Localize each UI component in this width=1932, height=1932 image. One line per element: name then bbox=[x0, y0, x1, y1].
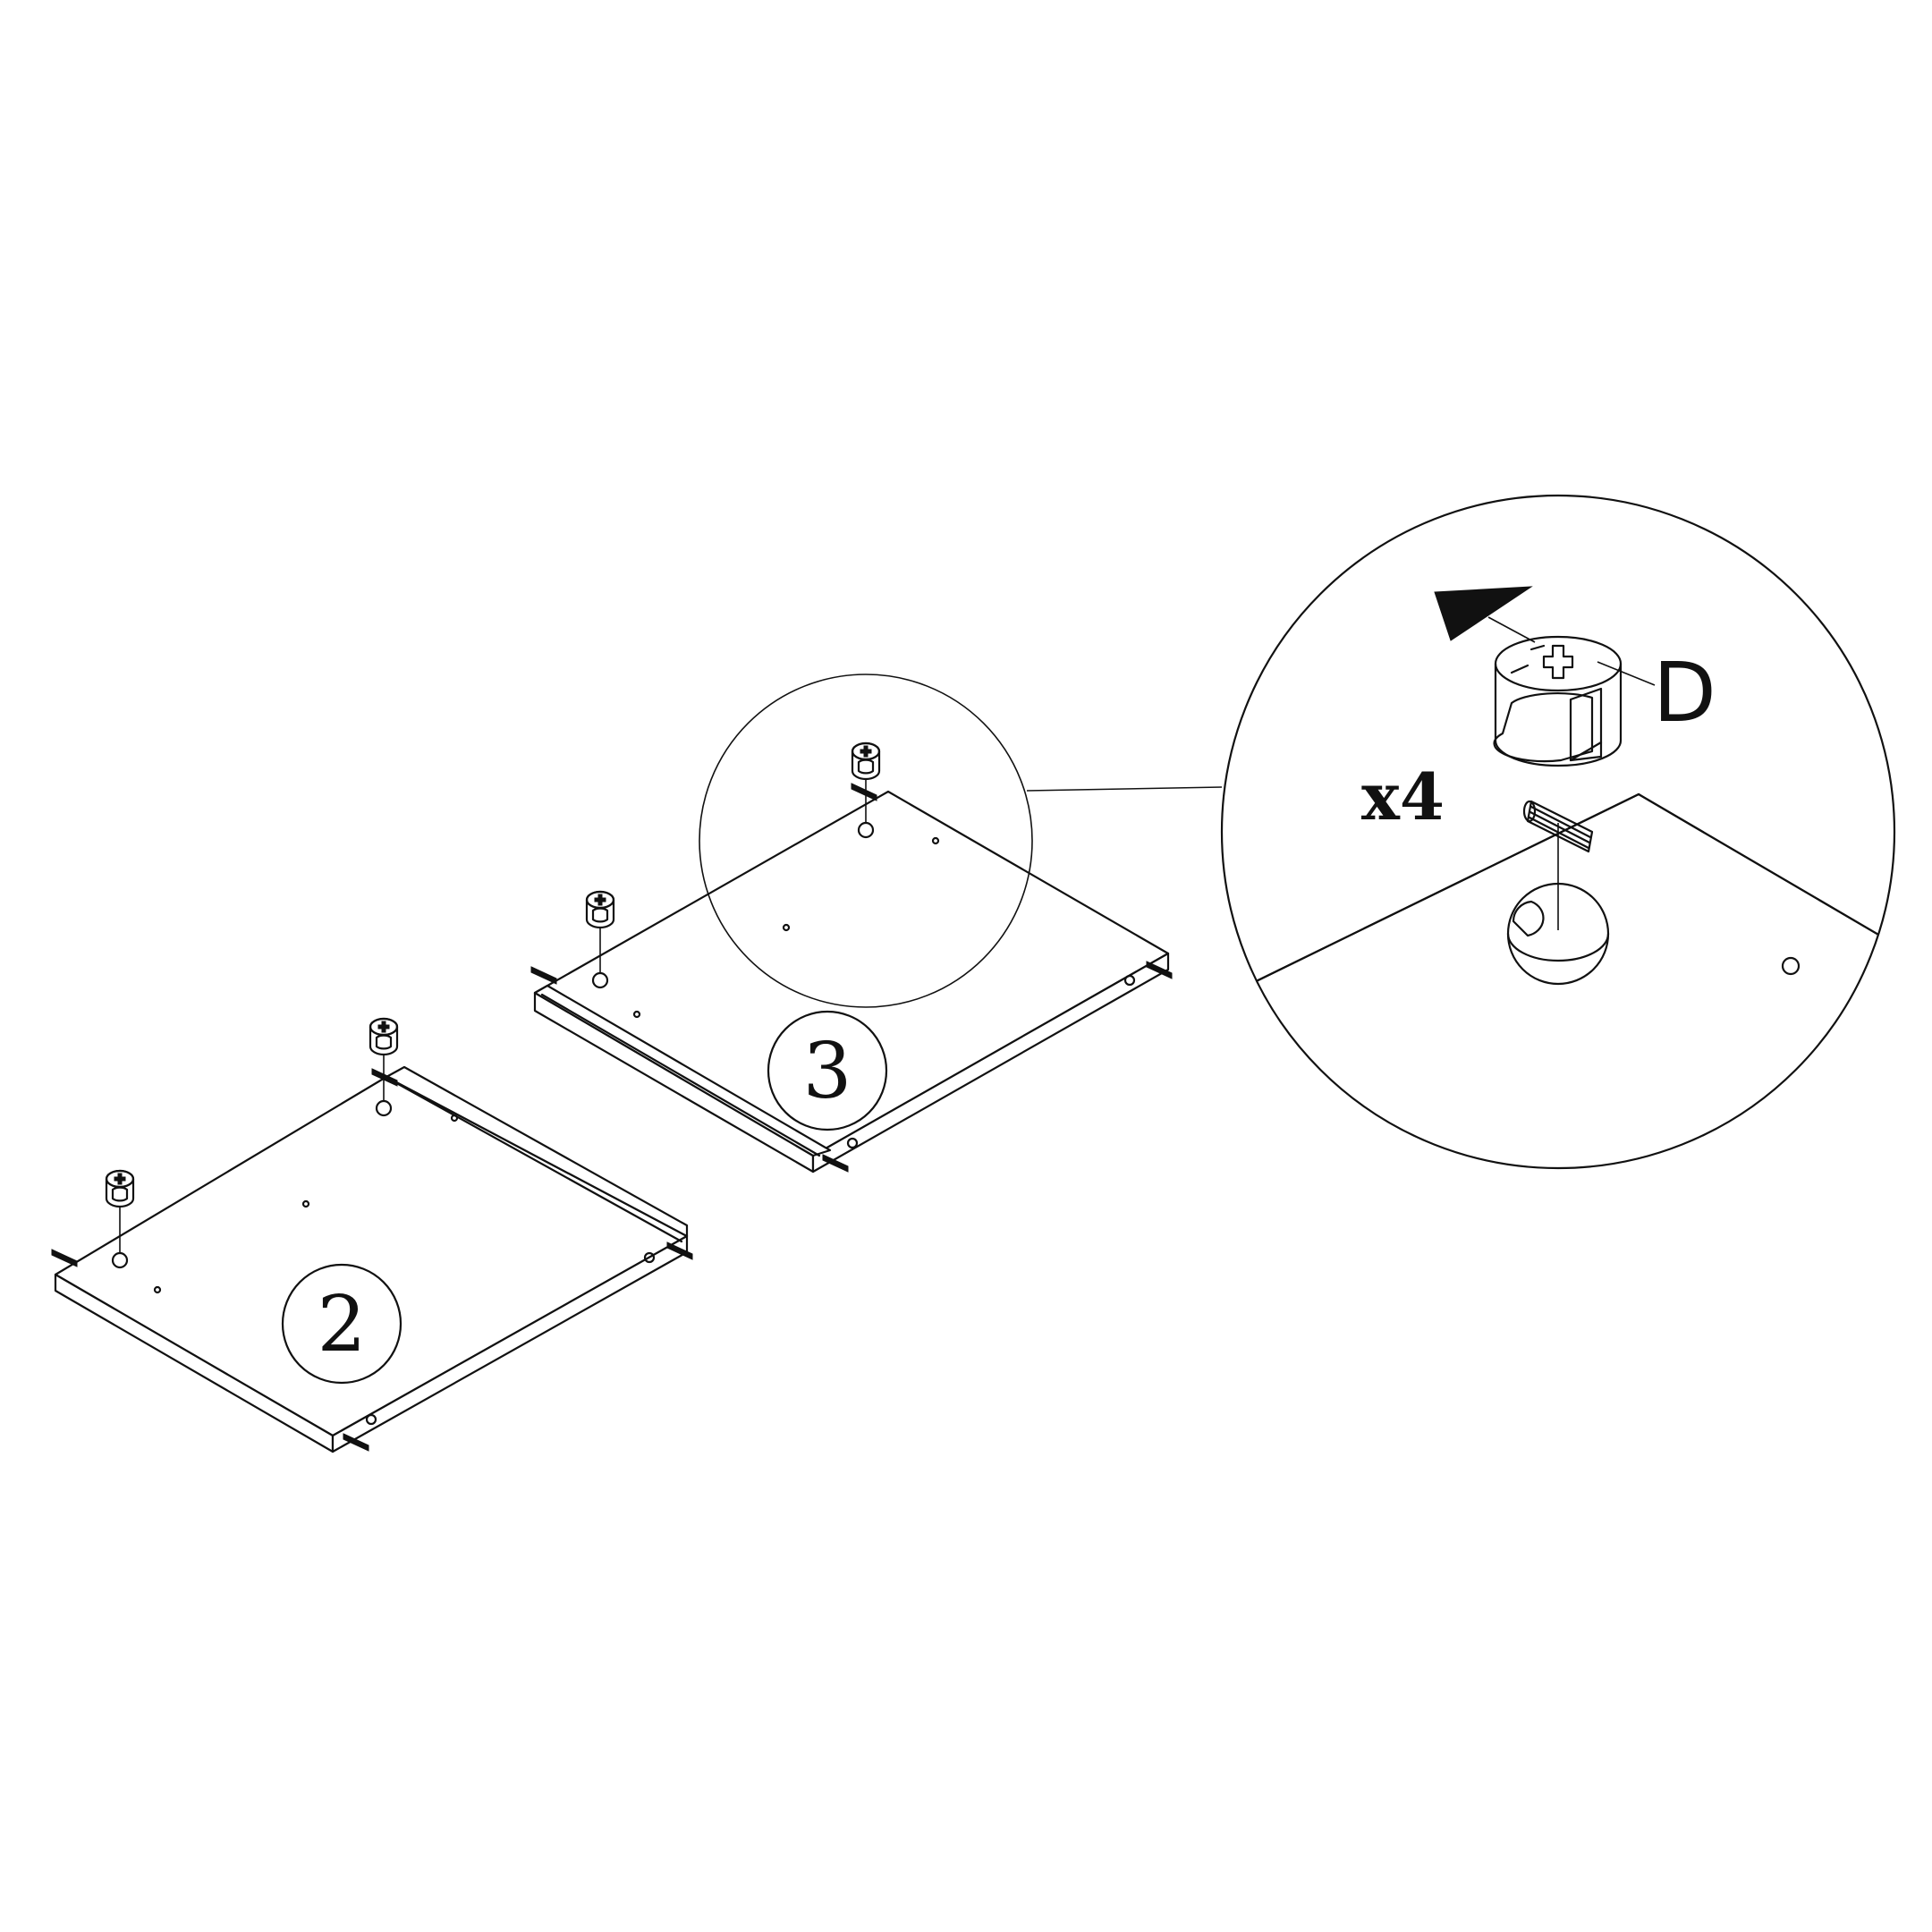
panel-2-badge: 2 bbox=[281, 1263, 402, 1385]
cam-lock-icon bbox=[105, 1169, 135, 1208]
rotate-arrow-icon bbox=[1434, 586, 1533, 641]
detail-circle-outline bbox=[1220, 494, 1896, 1170]
panel-3-side-edge bbox=[811, 952, 1170, 1174]
cam-lock-icon bbox=[851, 741, 881, 781]
panel-2-number: 2 bbox=[318, 1280, 367, 1369]
panel-2-top-face bbox=[54, 1075, 689, 1437]
cam-lock-icon bbox=[1493, 635, 1656, 767]
callout-leader-line bbox=[1026, 786, 1223, 792]
cam-lock-icon bbox=[369, 1017, 399, 1056]
cam-lock-icon bbox=[585, 890, 615, 929]
part-letter-label: D bbox=[1653, 645, 1716, 741]
panel-3-badge: 3 bbox=[767, 1010, 888, 1131]
dowel-icon bbox=[1522, 800, 1594, 930]
panel-2 bbox=[51, 1017, 693, 1453]
quantity-label: x4 bbox=[1361, 758, 1445, 835]
panel-3 bbox=[530, 741, 1173, 1174]
magnifier-callout-icon bbox=[699, 674, 1033, 1008]
detail-view: D x4 bbox=[1220, 494, 1896, 1170]
panel-3-number: 3 bbox=[803, 1027, 852, 1116]
